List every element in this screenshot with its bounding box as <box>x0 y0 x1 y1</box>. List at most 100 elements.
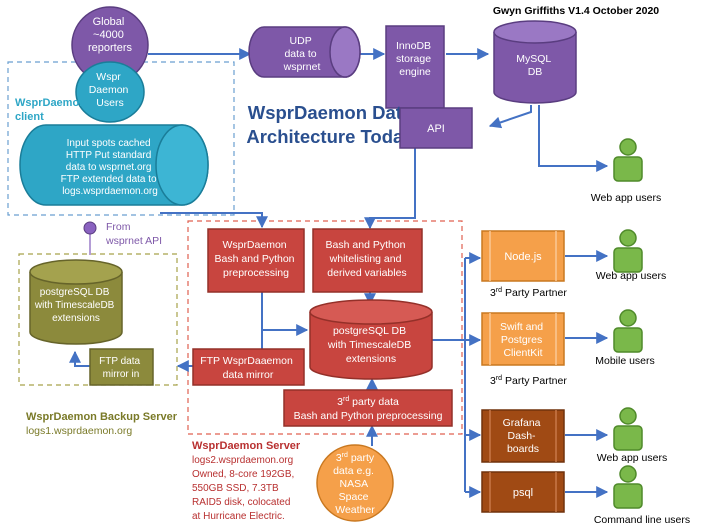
ftp-mirror-line-2: data mirror <box>223 369 274 381</box>
main-db-cylinder: postgreSQL DB with TimescaleDB extension… <box>309 299 433 380</box>
ftp-mirror-box: FTP WsprDaaemon data mirror <box>192 348 305 386</box>
author-credit: Gwyn Griffiths V1.4 October 2020 <box>493 5 659 17</box>
innodb-line-2: storage <box>396 53 431 65</box>
client-cylinder: Input spots cached HTTP Put standard dat… <box>19 124 209 206</box>
server-line-2: Owned, 8-core 192GB, <box>192 469 294 480</box>
ftp-mirror-in-box: FTP data mirror in <box>89 348 154 386</box>
user-icon <box>613 407 643 451</box>
swift-line-2: Postgres <box>501 334 542 346</box>
svg-text:Bash and Python whitelis: Bash and Python whitelisting and derived… <box>326 239 409 279</box>
svg-text:Swift and Postgres: Swift and Postgres ClientKit <box>500 321 546 359</box>
reporters-line-1: Global <box>93 16 125 28</box>
svg-text:WsprDaemon Bash and Pyth: WsprDaemon Bash and Python preprocessing <box>215 239 298 279</box>
client-label-line-2: client <box>15 111 44 123</box>
partner-2-num: 3 <box>490 375 496 387</box>
api-box: API <box>399 107 473 149</box>
client-line-4: FTP extended data to <box>61 174 157 185</box>
ftp-mirror-line-1: FTP WsprDaaemon <box>200 355 293 367</box>
backup-server-host: logs1.wsprdaemon.org <box>26 425 132 437</box>
server-line-3: 550GB SSD, 7.3TB <box>192 483 279 494</box>
client-line-1: Input spots cached <box>67 138 151 149</box>
svg-text:InnoDB storage eng: InnoDB storage engine <box>396 40 434 78</box>
svg-text:3rd party data: 3rd party data <box>337 396 399 408</box>
preprocessing-line-2: Bash and Python <box>215 253 295 265</box>
svg-text:3rd party: 3rd party <box>336 452 375 464</box>
wd-users-line-2: Daemon <box>89 84 129 96</box>
partner-label-2: 3rd Party Partner <box>490 375 567 387</box>
ftp-mirror-in-line-1: FTP data <box>99 356 140 367</box>
title-line-1: WsprDaemon Data <box>248 102 413 123</box>
psql-label: psql <box>513 487 533 499</box>
users-label-top: Web app users <box>591 192 661 204</box>
grafana-line-3: boards <box>507 443 539 455</box>
svg-text:postgreSQL DB with Times: postgreSQL DB with TimescaleDB extension… <box>327 325 414 365</box>
backup-server-name: WsprDaemon Backup Server <box>26 411 178 423</box>
nodejs-label: Node.js <box>504 251 542 263</box>
svg-text:MySQL DB: MySQL DB <box>516 53 554 78</box>
tp-data-line-4: Space <box>339 491 369 503</box>
svg-text:data e.g. NASA Spa: data e.g. NASA Space Weather <box>333 465 377 516</box>
reporters-line-3: reporters <box>88 42 133 54</box>
user-icon <box>613 138 643 182</box>
svg-text:Wspr Daemon Users: Wspr Daemon Users <box>89 71 132 109</box>
users-label-mobile: Mobile users <box>595 355 655 367</box>
api-dot-connector <box>83 221 97 255</box>
tp-pre-num: 3 <box>337 396 343 408</box>
partner-1-sup: rd <box>496 287 502 294</box>
from-api-label: From wsprnet API <box>105 221 162 247</box>
partner-2-sup: rd <box>496 375 502 382</box>
reporters-line-2: ~4000 <box>93 29 124 41</box>
server-frame <box>187 220 463 435</box>
mysql-cylinder: MySQL DB <box>493 20 577 104</box>
mysql-line-2: DB <box>528 66 543 78</box>
users-label-psql: Command line users <box>594 514 690 526</box>
whitelisting-box: Bash and Python whitelisting and derived… <box>312 228 423 293</box>
server-name: WsprDaemon Server <box>192 440 301 452</box>
partner-label-1: 3rd Party Partner <box>490 287 567 299</box>
user-icon <box>613 465 643 509</box>
svg-text:postgreSQL DB with Times: postgreSQL DB with TimescaleDB extension… <box>34 287 117 324</box>
title-line-2: Architecture Today <box>246 126 414 147</box>
udp-line-3: wsprnet <box>283 61 321 73</box>
client-line-5: logs.wsprdaemon.org <box>62 186 158 197</box>
backup-db-line-1: postgreSQL DB <box>40 287 110 298</box>
client-line-3: data to wsprnet.org <box>66 162 152 173</box>
grafana-line-1: Grafana <box>503 417 541 429</box>
grafana-box: Grafana Dash- boards <box>481 409 565 463</box>
whitelisting-line-1: Bash and Python <box>326 239 406 251</box>
psql-box: psql <box>481 471 565 513</box>
udp-cylinder: UDP data to wsprnet <box>248 26 361 78</box>
mysql-line-1: MySQL <box>516 53 551 65</box>
svg-text:Grafana Dash- boar: Grafana Dash- boards <box>503 417 544 455</box>
swift-line-3: ClientKit <box>503 347 542 359</box>
svg-text:3rd Party Partner: 3rd Party Partner <box>490 375 567 387</box>
grafana-line-2: Dash- <box>508 430 537 442</box>
backup-db-line-3: extensions <box>52 313 100 324</box>
svg-text:3rd Party Partner: 3rd Party Partner <box>490 287 567 299</box>
wsprdaemon-users-node: Wspr Daemon Users <box>75 61 145 123</box>
partner-2-rest: Party Partner <box>502 375 567 387</box>
nodejs-box: Node.js <box>481 230 565 282</box>
innodb-box: InnoDB storage engine <box>385 25 445 109</box>
client-label-line-1: WsprDaemon <box>15 97 86 109</box>
main-db-line-1: postgreSQL DB <box>333 325 406 337</box>
partner-1-rest: Party Partner <box>502 287 567 299</box>
backup-db-cylinder: postgreSQL DB with TimescaleDB extension… <box>29 259 123 345</box>
client-label: WsprDaemon client <box>15 97 86 123</box>
whitelisting-line-2: whitelisting and <box>329 253 402 265</box>
server-line-5: at Hurricane Electric. <box>192 511 285 522</box>
users-label-nodejs: Web app users <box>596 270 666 282</box>
tp-data-line-1: party <box>348 452 375 464</box>
partner-1-num: 3 <box>490 287 496 299</box>
third-party-data-node: 3rd party data e.g. NASA Space Weather <box>316 444 394 522</box>
backup-server-label: WsprDaemon Backup Server logs1.wsprdaemo… <box>26 411 178 437</box>
from-api-line-2: wsprnet API <box>105 235 162 247</box>
main-db-line-2: with TimescaleDB <box>327 339 411 351</box>
connector-arrows <box>69 48 609 498</box>
svg-text:UDP data to wsprne: UDP data to wsprnet <box>283 35 321 73</box>
users-label-grafana: Web app users <box>597 452 667 464</box>
svg-text:Input spots cached HTTP: Input spots cached HTTP Put standard dat… <box>61 138 160 197</box>
backup-db-line-2: with TimescaleDB <box>34 300 115 311</box>
preprocessing-line-1: WsprDaemon <box>222 239 286 251</box>
